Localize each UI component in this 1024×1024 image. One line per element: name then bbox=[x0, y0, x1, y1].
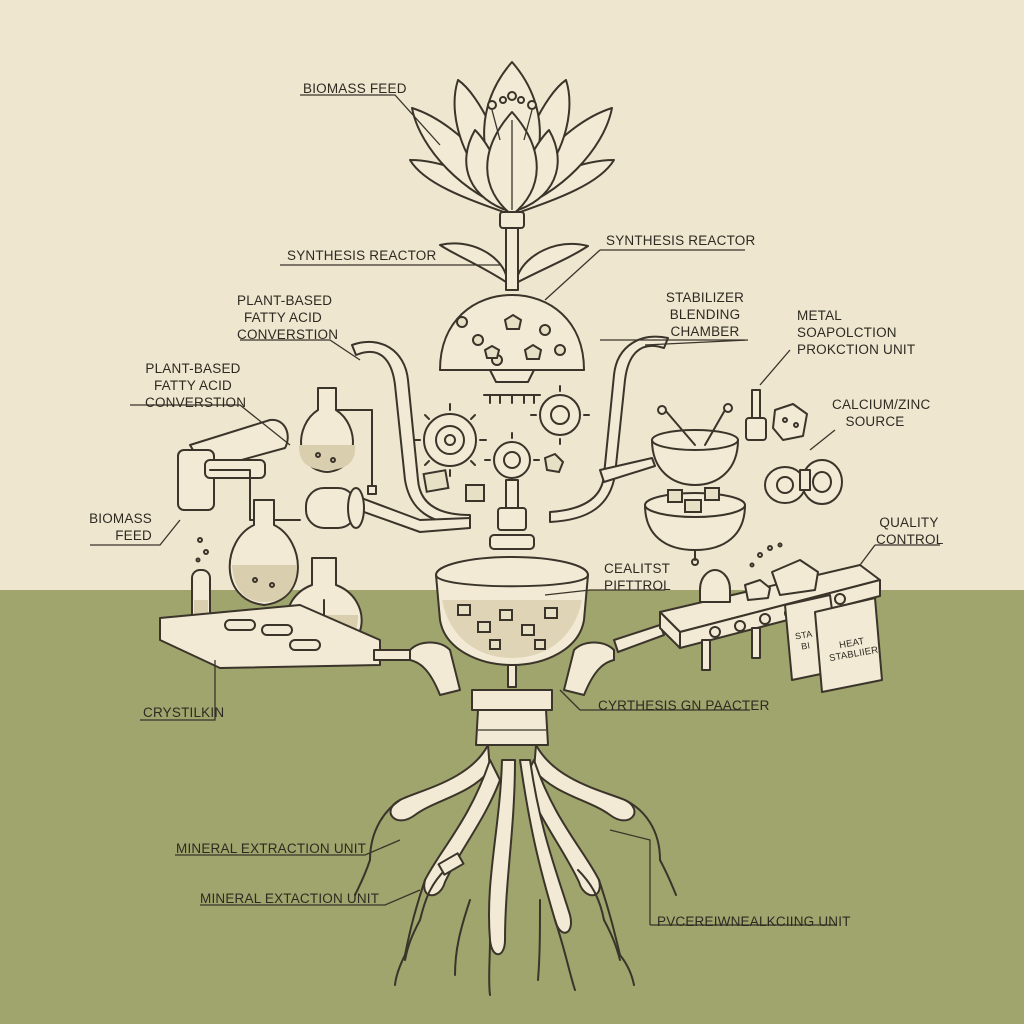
label-cealitst-piftrol: CEALITST PIFTTROL bbox=[604, 561, 671, 593]
lotus-flower-icon bbox=[409, 61, 615, 229]
label-metal-soap-production-unit: METAL SOAPOLCTION PROKCTION UNIT bbox=[797, 308, 916, 357]
label-pvcere-unit: PVCEREIWNEALKCIING UNIT bbox=[657, 914, 851, 929]
mixing-bowls-icon bbox=[599, 403, 746, 566]
gear-cluster-icon bbox=[413, 385, 590, 502]
label-crystilkin: CRYSTILKIN bbox=[143, 705, 225, 720]
plant-stem-icon bbox=[439, 227, 589, 291]
label-calcium-zinc-source: CALCIUM/ZINC SOURCE bbox=[832, 397, 931, 429]
label-cyrthesis-paacter: CYRTHESIS GN PAACTER bbox=[598, 698, 770, 713]
root-system-icon bbox=[354, 744, 677, 996]
label-plant-based-fatty-acid-1: PLANT-BASED FATTY ACID CONVERSTION bbox=[237, 293, 339, 342]
vial-and-cubes-icon bbox=[745, 389, 808, 441]
label-biomass-feed-left: BIOMASS FEED bbox=[89, 511, 152, 543]
label-mineral-extraction-unit: MINERAL EXTRACTION UNIT bbox=[176, 841, 367, 856]
label-mineral-extaction-unit: MINERAL EXTACTION UNIT bbox=[200, 891, 380, 906]
wheel-parts-icon bbox=[764, 459, 843, 505]
label-plant-based-fatty-acid-2: PLANT-BASED FATTY ACID CONVERSTION bbox=[145, 361, 247, 410]
leader-lines bbox=[90, 94, 940, 926]
label-synthesis-reactor-right: SYNTHESIS REACTOR bbox=[606, 233, 756, 248]
bag-label-small: STA BI bbox=[794, 628, 814, 652]
conveyor-belt-icon bbox=[659, 542, 881, 671]
lab-glassware-icon bbox=[159, 387, 421, 669]
stabilizer-bags-icon bbox=[784, 594, 883, 693]
dome-reactor-icon bbox=[439, 294, 585, 404]
central-basin-icon bbox=[373, 556, 665, 746]
label-quality-control: QUALITY CONTROL bbox=[876, 515, 944, 547]
label-biomass-feed-top: BIOMASS FEED bbox=[303, 81, 407, 96]
label-stabilizer-blending-chamber: STABILIZER BLENDING CHAMBER bbox=[665, 290, 745, 339]
label-synthesis-reactor-left: SYNTHESIS REACTOR bbox=[287, 248, 437, 263]
